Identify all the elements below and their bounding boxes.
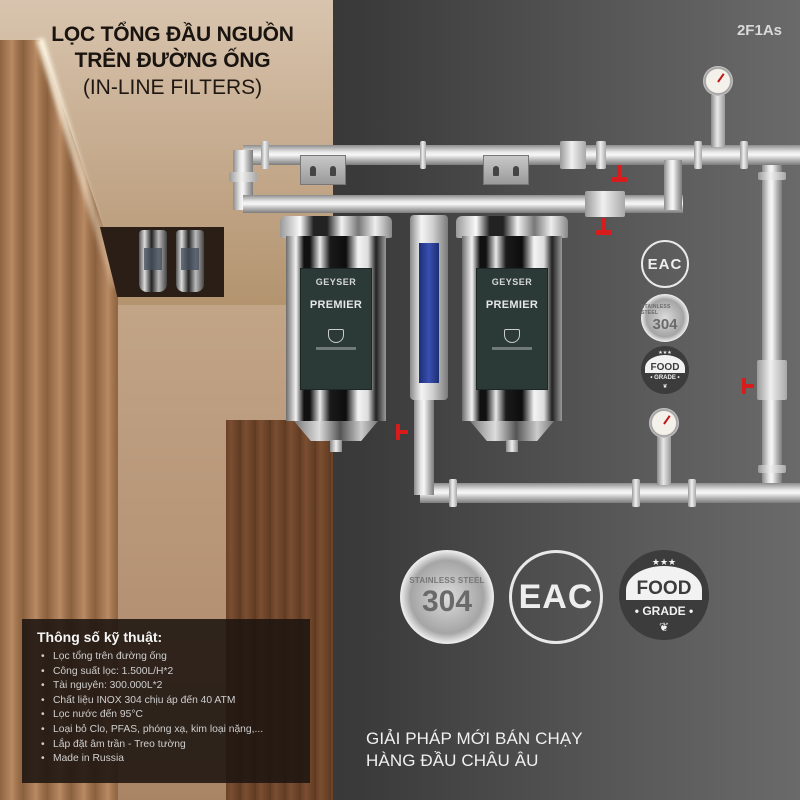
- stainless-number: 304: [421, 584, 473, 618]
- red-valve-icon: [742, 378, 758, 396]
- stainless-text: STAINLESS STEEL: [409, 575, 485, 585]
- pipe-right-vertical: [762, 165, 782, 495]
- ceiling-filter-thumbnail-1: [139, 230, 167, 292]
- specs-panel: Thông số kỹ thuật: Lọc tổng trên đường ố…: [22, 619, 310, 783]
- pressure-gauge-icon: [703, 66, 733, 96]
- model-name: PREMIER: [309, 299, 363, 311]
- product-label: GEYSER PREMIER: [476, 268, 548, 390]
- spec-item: Lắp đặt âm trần - Treo tường: [37, 738, 310, 753]
- ceiling-filter-thumbnail-2: [176, 230, 204, 292]
- eac-badge: EAC: [509, 550, 603, 644]
- red-valve-icon: [611, 165, 627, 183]
- food-text: FOOD: [644, 354, 686, 373]
- drain-plug: [506, 440, 518, 452]
- gauge-neck: [657, 435, 671, 485]
- filter-housing-1: GEYSER PREMIER: [280, 216, 392, 452]
- housing-lid: [456, 216, 568, 238]
- specs-heading: Thông số kỹ thuật:: [37, 629, 163, 645]
- brand-name: GEYSER: [491, 277, 533, 287]
- model-code: 2F1As: [736, 22, 782, 39]
- page-title: LỌC TỔNG ĐẦU NGUỒN TRÊN ĐƯỜNG ỐNG (IN-LI…: [0, 22, 345, 102]
- housing-bottom: [470, 421, 554, 441]
- cartridge-blue-band: [419, 243, 439, 383]
- fine-print: [492, 347, 532, 350]
- pipe-outlet-drop: [414, 400, 434, 495]
- pipe-joint: [694, 141, 702, 169]
- spec-item: Chất liệu INOX 304 chịu áp đến 40 ATM: [37, 694, 310, 709]
- title-subtitle: (IN-LINE FILTERS): [82, 76, 263, 99]
- product-label: GEYSER PREMIER: [300, 268, 372, 390]
- tagline: GIẢI PHÁP MỚI BÁN CHẠY HÀNG ĐẦU CHÂU ÂU: [366, 728, 583, 772]
- stainless-text: STAINLESS STEEL: [641, 303, 671, 316]
- pipe-joint: [420, 141, 426, 169]
- spec-item: Lọc nước đến 95°C: [37, 708, 310, 723]
- stainless-number: 304: [652, 315, 678, 333]
- food-grade-badge-small: ★★★ FOOD • GRADE • ❦: [641, 346, 689, 394]
- spec-item: Công suất lọc: 1.500L/H*2: [37, 665, 310, 680]
- pipe-joint: [585, 191, 625, 217]
- fine-print: [316, 347, 356, 350]
- gauge-neck: [711, 95, 725, 147]
- pipe-joint: [229, 172, 257, 182]
- filter-housing-2: GEYSER PREMIER: [456, 216, 568, 452]
- leaf-icon: ❦: [662, 384, 668, 391]
- red-valve-icon: [596, 218, 612, 236]
- eac-badge-small: EAC: [641, 240, 689, 288]
- pipe-joint: [596, 141, 606, 169]
- pipe-joint: [757, 360, 787, 400]
- drain-plug: [330, 440, 342, 452]
- eac-text: EAC: [647, 255, 683, 273]
- pipe-manifold-riser: [664, 160, 682, 210]
- pipe-manifold: [243, 195, 683, 213]
- shield-icon: [328, 329, 344, 343]
- model-name: PREMIER: [485, 299, 539, 311]
- eac-text: EAC: [518, 577, 594, 616]
- pressure-gauge-icon: [649, 408, 679, 438]
- red-valve-icon: [396, 424, 412, 442]
- pipe-bottom-main: [420, 483, 800, 503]
- pipe-joint: [740, 141, 748, 169]
- grade-text: • GRADE •: [634, 604, 694, 618]
- food-grade-badge: ★★★ FOOD • GRADE • ❦: [619, 550, 709, 640]
- tagline-line-2: HÀNG ĐẦU CHÂU ÂU: [366, 751, 539, 770]
- spec-item: Lọc tổng trên đường ống: [37, 650, 310, 665]
- housing-bottom: [294, 421, 378, 441]
- stars-icon: ★★★: [651, 557, 677, 568]
- stainless-304-badge-small: STAINLESS STEEL 304: [641, 294, 689, 342]
- wall-bracket: [300, 155, 346, 185]
- inline-cartridge: [410, 215, 448, 400]
- grade-text: • GRADE •: [650, 374, 680, 381]
- title-line-1: LỌC TỔNG ĐẦU NGUỒN: [51, 23, 294, 46]
- stars-icon: ★★★: [658, 349, 672, 356]
- pipe-joint: [261, 141, 269, 169]
- spec-item: Made in Russia: [37, 752, 310, 767]
- food-text: FOOD: [626, 566, 702, 601]
- housing-lid: [280, 216, 392, 238]
- pipe-joint: [560, 141, 586, 169]
- pipe-joint: [632, 479, 640, 507]
- pipe-joint: [449, 479, 457, 507]
- pipe-joint: [758, 465, 786, 473]
- leaf-icon: ❦: [658, 620, 670, 635]
- stainless-304-badge: STAINLESS STEEL 304: [400, 550, 494, 644]
- specs-list: Lọc tổng trên đường ống Công suất lọc: 1…: [37, 650, 310, 767]
- tagline-line-1: GIẢI PHÁP MỚI BÁN CHẠY: [366, 729, 583, 748]
- spec-item: Tài nguyên: 300.000L*2: [37, 679, 310, 694]
- shield-icon: [504, 329, 520, 343]
- pipe-joint: [688, 479, 696, 507]
- title-line-2: TRÊN ĐƯỜNG ỐNG: [74, 49, 271, 72]
- pipe-joint: [758, 172, 786, 180]
- spec-item: Loại bỏ Clo, PFAS, phóng xạ, kim loại nặ…: [37, 723, 310, 738]
- wall-bracket: [483, 155, 529, 185]
- brand-name: GEYSER: [315, 277, 357, 287]
